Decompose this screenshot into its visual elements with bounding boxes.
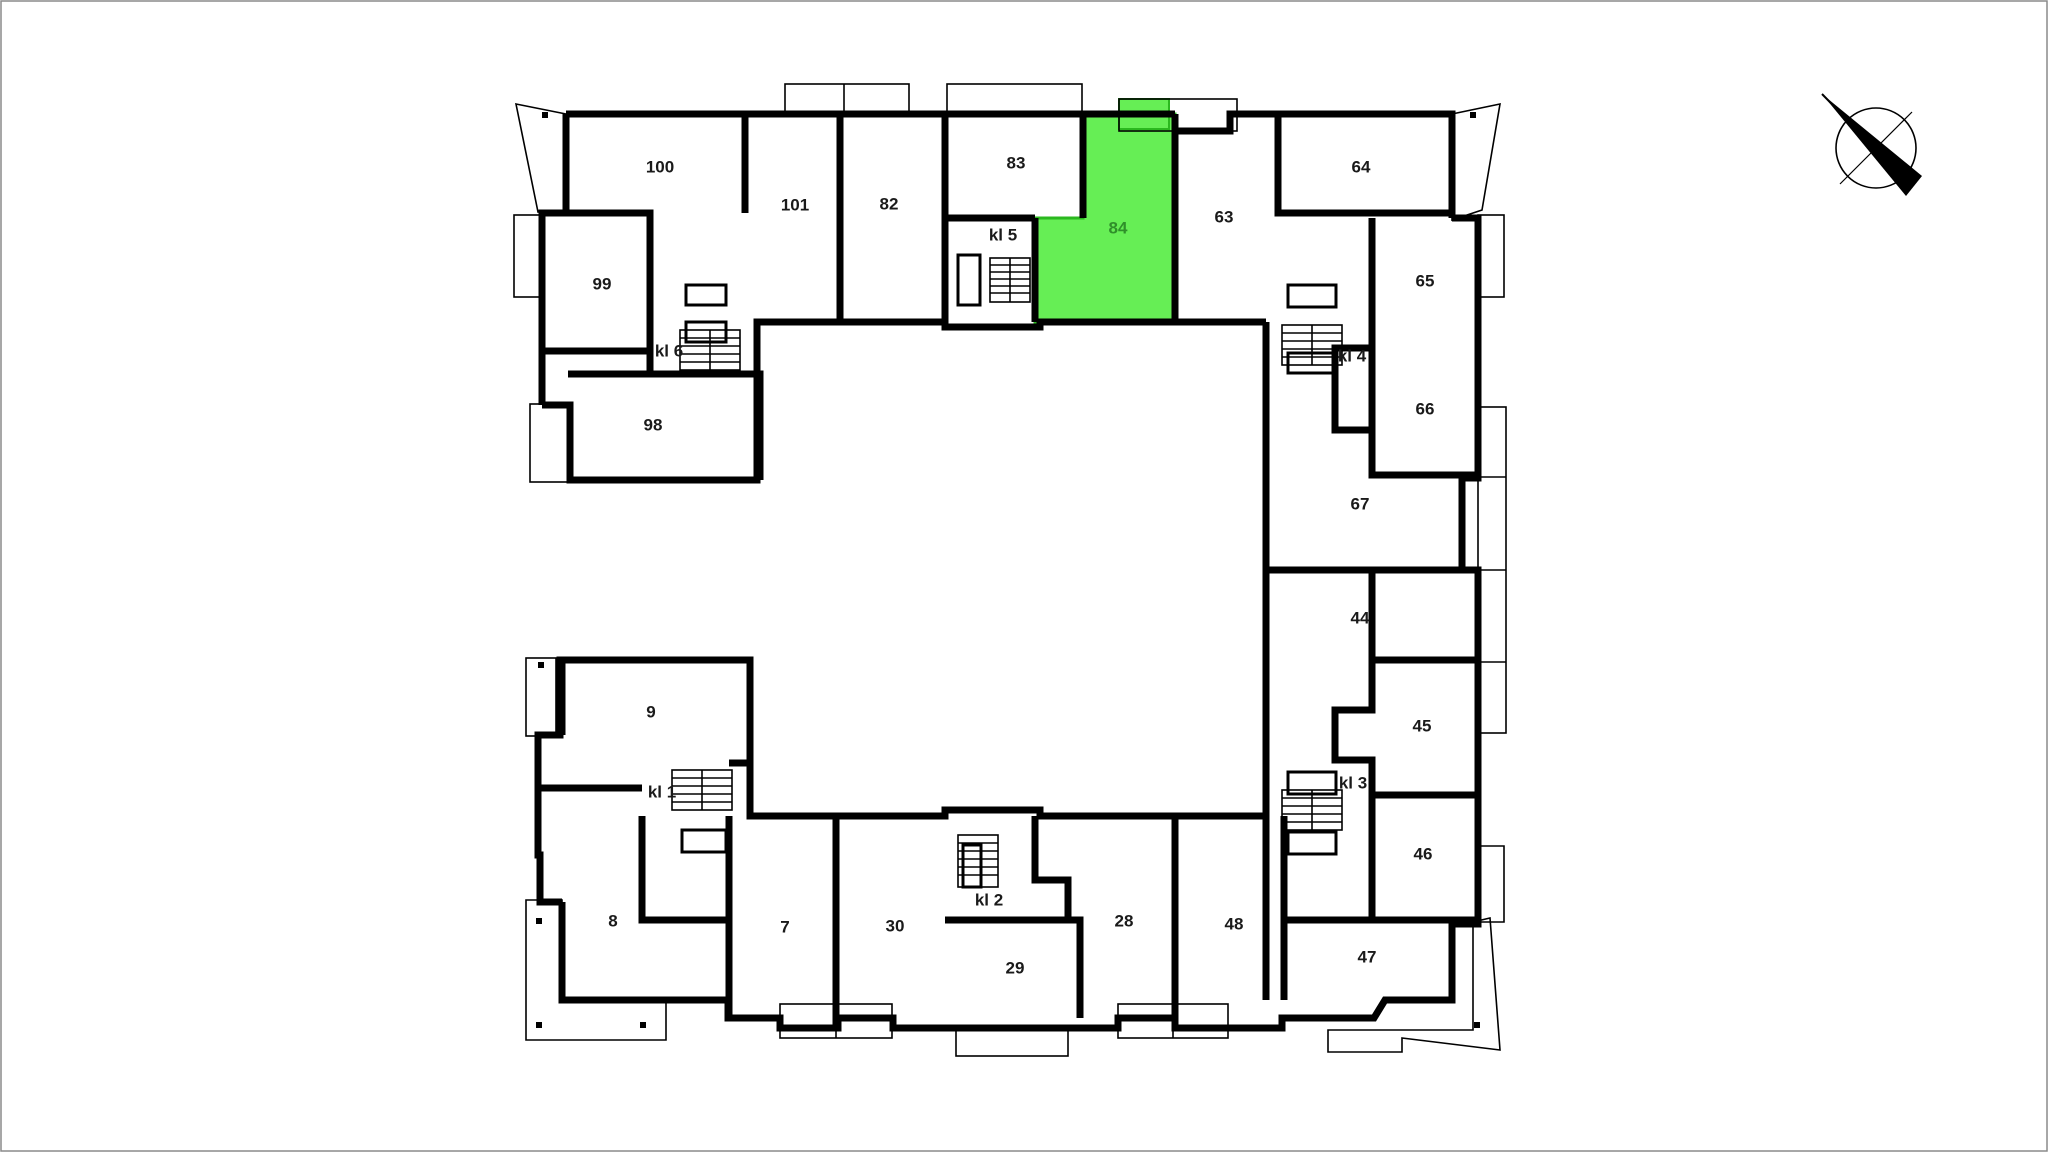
staircase-icon	[671, 769, 733, 854]
flat-label-8[interactable]: 8	[608, 911, 617, 930]
flat-label-98[interactable]: 98	[644, 415, 663, 434]
staircase-label-kl6: kl 6	[655, 341, 683, 360]
staircase-label-kl3: kl 3	[1339, 773, 1367, 792]
walls	[534, 110, 1482, 1032]
flat-label-30[interactable]: 30	[886, 916, 905, 935]
staircase-icon	[956, 253, 1031, 307]
staircase-icon	[679, 283, 741, 371]
staircase-label-kl5: kl 5	[989, 225, 1017, 244]
staircase-icon	[957, 834, 999, 889]
north-arrow-icon	[1821, 93, 1922, 196]
highlighted-flat[interactable]	[1033, 98, 1177, 324]
staircase-icon	[1281, 770, 1343, 856]
flat-label-47[interactable]: 47	[1358, 947, 1377, 966]
flat-label-63[interactable]: 63	[1215, 207, 1234, 226]
flat-label-28[interactable]: 28	[1115, 911, 1134, 930]
staircase-labels: kl 5 kl 6 kl 4 kl 1 kl 2 kl 3	[648, 225, 1367, 909]
staircases	[671, 253, 1343, 889]
flat-labels: 100 101 82 83 84 63 64 65 66 67 99 98 44…	[593, 153, 1435, 977]
flat-label-67[interactable]: 67	[1351, 494, 1370, 513]
flat-label-46[interactable]: 46	[1414, 844, 1433, 863]
flat-label-9[interactable]: 9	[646, 702, 655, 721]
flat-label-7[interactable]: 7	[780, 917, 789, 936]
staircase-icon	[1281, 283, 1343, 375]
flat-label-82[interactable]: 82	[880, 194, 899, 213]
staircase-label-kl1: kl 1	[648, 782, 676, 801]
flat-label-100[interactable]: 100	[646, 157, 674, 176]
flat-label-64[interactable]: 64	[1352, 157, 1371, 176]
flat-label-48[interactable]: 48	[1225, 914, 1244, 933]
staircase-label-kl2: kl 2	[975, 890, 1003, 909]
flat-label-65[interactable]: 65	[1416, 271, 1435, 290]
flat-label-101[interactable]: 101	[781, 195, 809, 214]
staircase-label-kl4: kl 4	[1338, 346, 1367, 365]
flat-label-84[interactable]: 84	[1109, 218, 1128, 237]
flat-label-66[interactable]: 66	[1416, 399, 1435, 418]
flat-label-29[interactable]: 29	[1006, 958, 1025, 977]
flat-label-99[interactable]: 99	[593, 274, 612, 293]
flat-label-44[interactable]: 44	[1351, 608, 1370, 627]
flat-label-45[interactable]: 45	[1413, 716, 1432, 735]
flat-label-83[interactable]: 83	[1007, 153, 1026, 172]
